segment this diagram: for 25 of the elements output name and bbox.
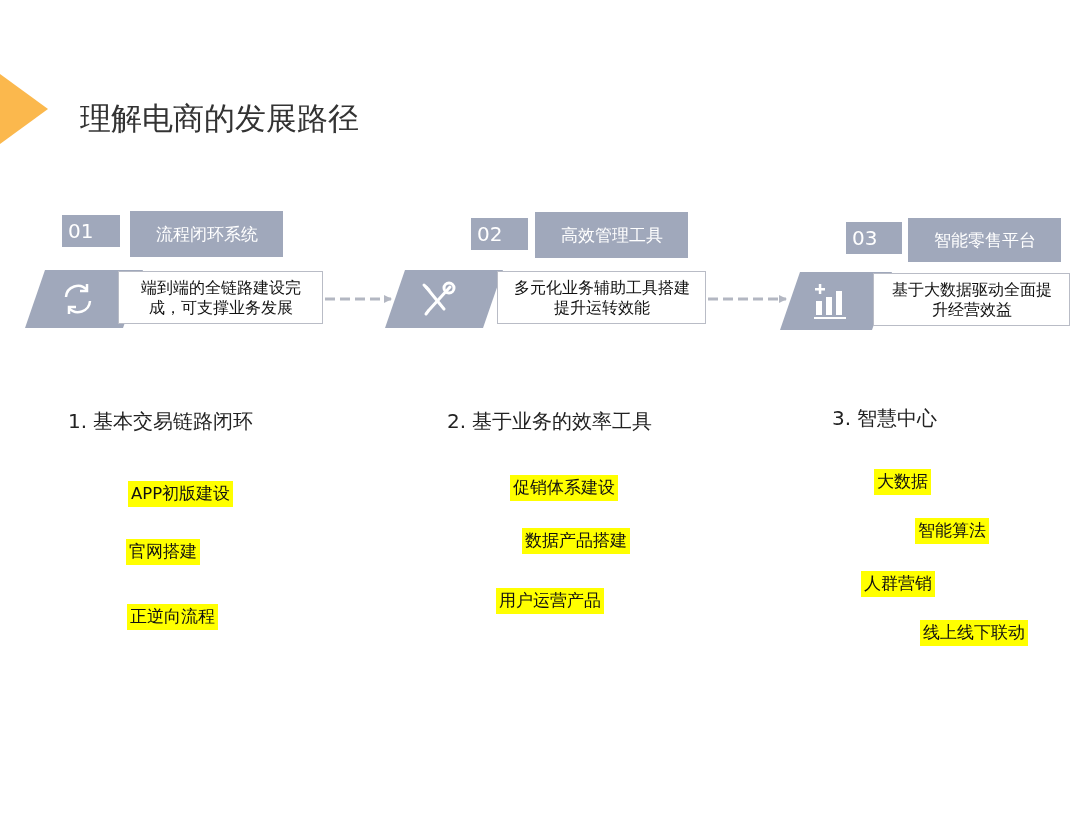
highlighted-item: 智能算法 <box>915 518 989 544</box>
description-text: 多元化业务辅助工具搭建提升运转效能 <box>497 271 706 324</box>
highlighted-item: 线上线下联动 <box>920 620 1028 646</box>
description-text: 端到端的全链路建设完成，可支撑业务发展 <box>118 271 323 324</box>
stage-title-tab: 高效管理工具 <box>535 212 688 258</box>
section-heading: 3. 智慧中心 <box>832 405 938 432</box>
highlighted-item: 用户运营产品 <box>496 588 604 614</box>
highlighted-item: 官网搭建 <box>126 539 200 565</box>
step-number-tab: 01 <box>62 215 120 247</box>
highlighted-item: 人群营销 <box>861 571 935 597</box>
stage-title-tab: 流程闭环系统 <box>130 211 283 257</box>
highlighted-item: 正逆向流程 <box>127 604 218 630</box>
dashed-arrow <box>325 295 392 303</box>
section-heading: 1. 基本交易链路闭环 <box>68 408 254 435</box>
stage-title-tab: 智能零售平台 <box>908 218 1061 262</box>
slide-title: 理解电商的发展路径 <box>80 99 359 138</box>
highlighted-item: 大数据 <box>874 469 931 495</box>
highlighted-item: APP初版建设 <box>128 481 234 507</box>
highlighted-item: 促销体系建设 <box>510 475 618 501</box>
description-text: 基于大数据驱动全面提升经营效益 <box>873 273 1070 326</box>
step-number-tab: 02 <box>471 218 528 250</box>
highlighted-item: 数据产品搭建 <box>522 528 630 554</box>
section-heading: 2. 基于业务的效率工具 <box>447 408 653 435</box>
step-number-tab: 03 <box>846 222 902 254</box>
dashed-arrow <box>708 295 787 303</box>
